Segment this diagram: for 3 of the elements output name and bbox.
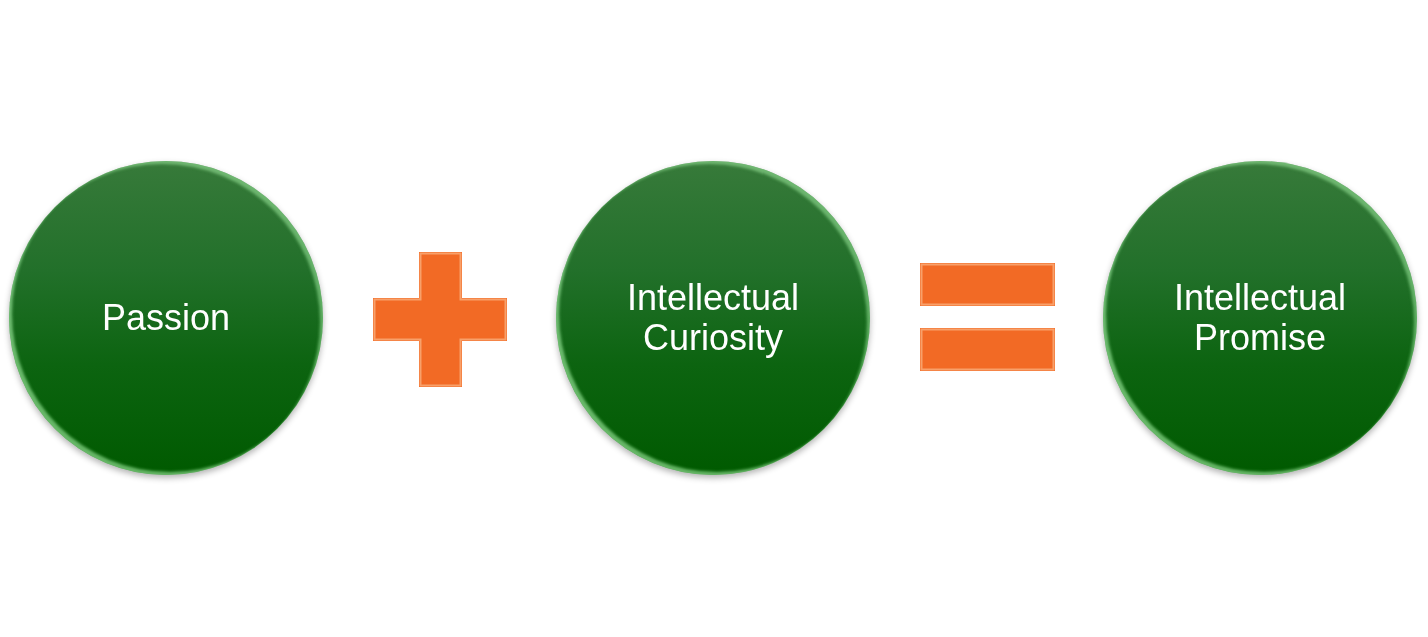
node-label: Intellectual Promise — [1172, 278, 1348, 358]
node-label: Intellectual Curiosity — [625, 278, 801, 358]
node-label: Passion — [101, 298, 231, 338]
